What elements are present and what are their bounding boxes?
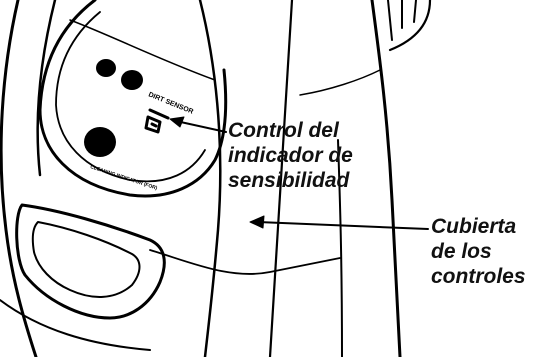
- callout-1-line-3: sensibilidad: [228, 169, 350, 192]
- callout-1-line-2: indicador de: [228, 144, 353, 167]
- callout-sensitivity-control: Control del indicador de sensibilidad: [228, 118, 353, 193]
- callout-1-line-1: Control del: [228, 119, 339, 142]
- upper-right-rib-1: [387, 0, 393, 41]
- callout-2-line-1: Cubierta: [431, 215, 517, 238]
- diagonal-seam: [299, 69, 381, 96]
- body-main-curve: [198, 0, 222, 357]
- callout-arrowhead-1: [169, 116, 185, 128]
- callout-leader-line-1: [175, 120, 227, 133]
- control-panel-outline: [38, 0, 228, 198]
- control-cover-slot: [15, 203, 166, 320]
- sensitivity-control-icon: [144, 108, 170, 134]
- body-inner-left-edge: [36, 0, 57, 177]
- callout-2-line-2: de los: [431, 240, 492, 263]
- dirt-sensor-light-right: [121, 70, 143, 90]
- cleaning-indicator-button: [84, 127, 116, 157]
- dirt-sensor-light-left: [96, 59, 116, 77]
- callout-arrowhead-2: [249, 215, 265, 229]
- lower-body-curve: [0, 299, 151, 351]
- control-cover-slot-inner: [31, 221, 141, 298]
- control-panel-inner-border: [55, 11, 206, 183]
- upper-right-rib-3: [413, 0, 417, 23]
- body-column-line-2: [337, 139, 343, 357]
- body-column-line-3: [370, 0, 402, 357]
- callout-2-line-3: controles: [431, 265, 526, 288]
- panel-seam-top: [69, 19, 216, 81]
- body-column-line-1: [268, 0, 294, 357]
- upper-right-rib-4: [388, 0, 432, 52]
- callout-control-cover: Cubierta de los controles: [431, 214, 526, 289]
- lower-seam-wave: [149, 249, 341, 275]
- callout-leader-line-2: [257, 221, 429, 230]
